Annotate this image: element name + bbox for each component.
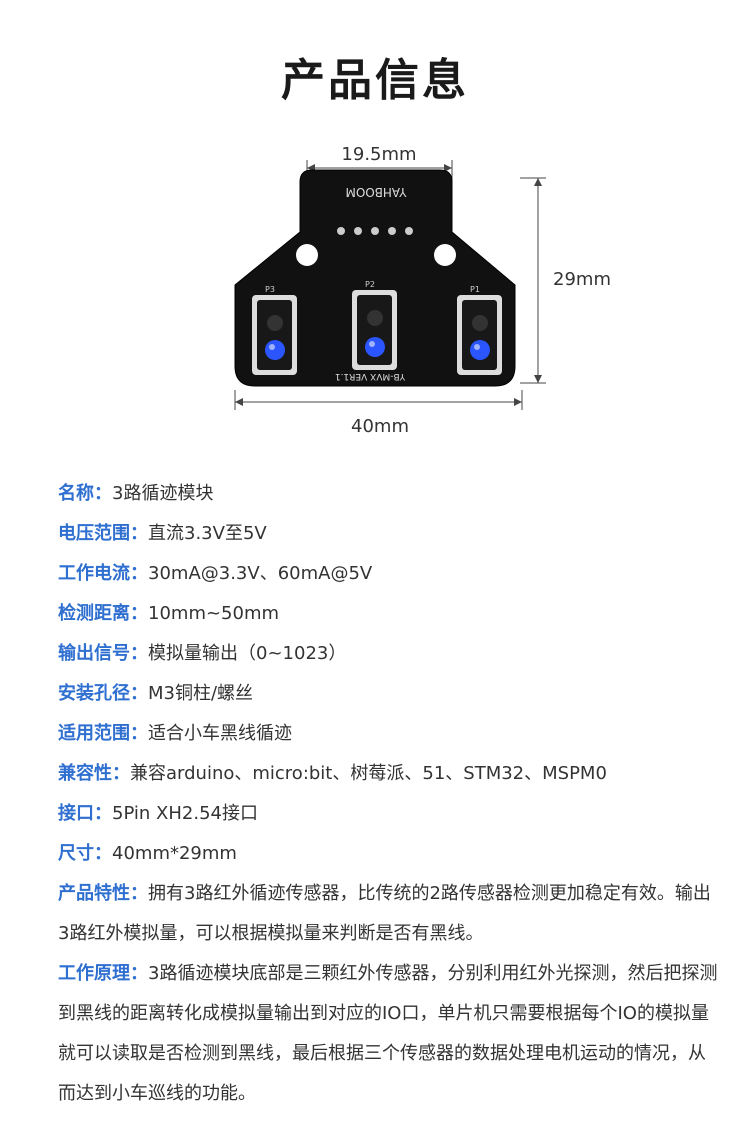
spec-row-distance: 检测距离：10mm~50mm	[58, 594, 718, 634]
bottom-dim-label: 40mm	[351, 416, 409, 437]
principle-paragraph: 工作原理：3路循迹模块底部是三颗红外传感器，分别利用红外光探测，然后把探测到黑线…	[58, 954, 718, 1114]
spec-label: 名称：	[58, 483, 112, 504]
spec-value: 直流3.3V至5V	[148, 523, 267, 544]
sensor-label-p3: P3	[265, 285, 275, 294]
spec-value: 适合小车黑线循迹	[148, 723, 292, 744]
spec-row-size: 尺寸：40mm*29mm	[58, 834, 718, 874]
ir-sensor-middle: P2	[352, 280, 397, 370]
spec-label: 接口：	[58, 803, 112, 824]
mounting-hole-right	[434, 244, 456, 266]
spec-value: 3路循迹模块	[112, 483, 214, 504]
spec-value: 5Pin XH2.54接口	[112, 803, 258, 824]
mounting-hole-left	[296, 244, 318, 266]
version-silkscreen: YB-MVX VER1.1	[335, 371, 406, 381]
board-diagram: 19.5mm 29mm 40mm YAHBOOM	[234, 144, 611, 437]
pcb-board	[234, 169, 516, 387]
spec-row-application: 适用范围：适合小车黑线循迹	[58, 714, 718, 754]
features-paragraph: 产品特性：拥有3路红外循迹传感器，比传统的2路传感器检测更加稳定有效。输出3路红…	[58, 874, 718, 954]
ir-sensor-right: P1	[457, 285, 502, 375]
features-text: 拥有3路红外循迹传感器，比传统的2路传感器检测更加稳定有效。输出3路红外模拟量，…	[58, 883, 711, 944]
product-figure: 19.5mm 29mm 40mm YAHBOOM	[220, 140, 640, 440]
spec-row-current: 工作电流：30mA@3.3V、60mA@5V	[58, 554, 718, 594]
sensor-label-p1: P1	[470, 285, 480, 294]
spec-value: 模拟量输出（0~1023）	[148, 643, 347, 664]
spec-label: 安装孔径：	[58, 683, 148, 704]
right-dim-label: 29mm	[553, 269, 611, 290]
principle-label: 工作原理：	[58, 963, 148, 984]
spec-list: 名称：3路循迹模块 电压范围：直流3.3V至5V 工作电流：30mA@3.3V、…	[58, 474, 718, 1114]
header-pins	[337, 227, 413, 235]
spec-value: M3铜柱/螺丝	[148, 683, 254, 704]
top-dim-label: 19.5mm	[341, 144, 416, 165]
spec-row-interface: 接口：5Pin XH2.54接口	[58, 794, 718, 834]
spec-row-output: 输出信号：模拟量输出（0~1023）	[58, 634, 718, 674]
spec-label: 输出信号：	[58, 643, 148, 664]
spec-label: 电压范围：	[58, 523, 148, 544]
spec-label: 尺寸：	[58, 843, 112, 864]
sensor-label-p2: P2	[365, 280, 375, 289]
principle-text: 3路循迹模块底部是三颗红外传感器，分别利用红外光探测，然后把探测到黑线的距离转化…	[58, 963, 718, 1104]
spec-label: 检测距离：	[58, 603, 148, 624]
spec-value: 40mm*29mm	[112, 843, 237, 864]
spec-value: 30mA@3.3V、60mA@5V	[148, 563, 373, 584]
spec-value: 兼容arduino、micro:bit、树莓派、51、STM32、MSPM0	[130, 763, 607, 784]
spec-row-mounting: 安装孔径：M3铜柱/螺丝	[58, 674, 718, 714]
page-title: 产品信息	[281, 55, 469, 106]
spec-row-voltage: 电压范围：直流3.3V至5V	[58, 514, 718, 554]
ir-sensor-left: P3	[252, 285, 297, 375]
spec-label: 工作电流：	[58, 563, 148, 584]
spec-label: 适用范围：	[58, 723, 148, 744]
spec-row-name: 名称：3路循迹模块	[58, 474, 718, 514]
spec-value: 10mm~50mm	[148, 603, 280, 624]
spec-label: 兼容性：	[58, 763, 130, 784]
features-label: 产品特性：	[58, 883, 148, 904]
spec-row-compatibility: 兼容性：兼容arduino、micro:bit、树莓派、51、STM32、MSP…	[58, 754, 718, 794]
brand-silkscreen: YAHBOOM	[346, 185, 408, 199]
